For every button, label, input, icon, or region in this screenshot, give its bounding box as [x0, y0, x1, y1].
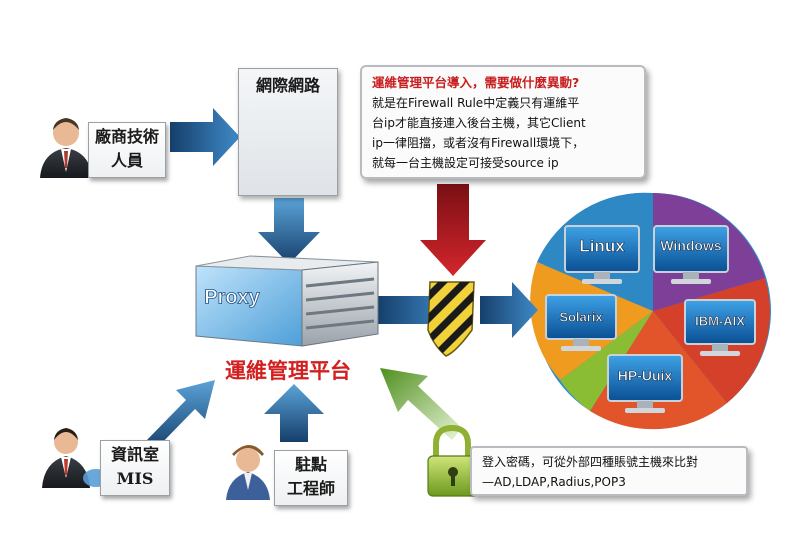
- it-room-text-line2: MIS: [116, 469, 154, 488]
- callout-firewall-title: 運維管理平台導入，需要做什麼異動?: [372, 75, 580, 90]
- monitor-ibm-aix: [684, 299, 756, 356]
- onsite-label: 駐點 工程師: [274, 450, 348, 506]
- firewall-shield-icon: [427, 281, 475, 357]
- it-room-label: 資訊室 MIS: [100, 440, 170, 496]
- onsite-text-line1: 駐點: [294, 455, 327, 474]
- os-label-hp-uuix: HP-Uuix: [618, 368, 673, 384]
- platform-title: 運維管理平台: [208, 355, 368, 385]
- internet-label: 網際網路: [238, 68, 338, 196]
- onsite-person-icon: [226, 445, 270, 500]
- vendor-person-icon: [40, 118, 92, 178]
- onsite-text-line2: 工程師: [286, 479, 335, 498]
- arrow-vendor-to-internet: [170, 108, 240, 166]
- callout-password-line2: —AD,LDAP,Radius,POP3: [482, 475, 626, 489]
- it-room-text-line1: 資訊室: [110, 445, 159, 464]
- monitor-linux: [564, 225, 640, 284]
- os-label-windows: Windows: [660, 238, 722, 254]
- platform-title-text: 運維管理平台: [225, 359, 351, 383]
- arrow-callout-to-firewall: [420, 184, 486, 276]
- lock-icon: [427, 424, 479, 497]
- os-label-ibm-aix: IBM-AIX: [695, 313, 745, 328]
- arrow-firewall-to-systems: [480, 282, 538, 338]
- arrow-onsite-to-platform: [264, 384, 324, 442]
- arrow-password-to-platform: [380, 368, 462, 440]
- callout-password: 登入密碼，可從外部四種賬號主機來比對 —AD,LDAP,Radius,POP3: [470, 446, 748, 496]
- proxy-label: Proxy: [204, 286, 260, 308]
- monitor-solarix: [545, 294, 617, 351]
- callout-firewall-rule: 運維管理平台導入，需要做什麼異動? 就是在Firewall Rule中定義只有運…: [360, 65, 646, 179]
- monitor-windows: [653, 225, 729, 284]
- monitor-hp-uuix: [607, 354, 683, 413]
- os-label-solarix: Solarix: [559, 309, 603, 324]
- callout-firewall-line2: 台ip才能直接連入後台主機，其它Client: [372, 116, 586, 130]
- vendor-text-line1: 廠商技術: [94, 127, 159, 146]
- pie-slice-hp-lower: [560, 311, 653, 411]
- os-label-linux: Linux: [579, 236, 625, 255]
- proxy-server-icon: [195, 255, 379, 347]
- callout-password-line1: 登入密碼，可從外部四種賬號主機來比對: [482, 455, 699, 469]
- callout-firewall-line1: 就是在Firewall Rule中定義只有運維平: [372, 96, 580, 110]
- vendor-label: 廠商技術 人員: [88, 122, 166, 178]
- mis-person-icon: [42, 428, 109, 488]
- callout-firewall-line3: ip一律阻擋，或者沒有Firewall環境下，: [372, 136, 585, 150]
- arrow-mis-to-platform: [145, 380, 215, 451]
- internet-text: 網際網路: [255, 76, 320, 95]
- arrow-internet-to-proxy: [258, 198, 320, 264]
- callout-firewall-line4: 就每一台主機設定可接受source ip: [372, 156, 559, 170]
- vendor-text-line2: 人員: [110, 151, 143, 170]
